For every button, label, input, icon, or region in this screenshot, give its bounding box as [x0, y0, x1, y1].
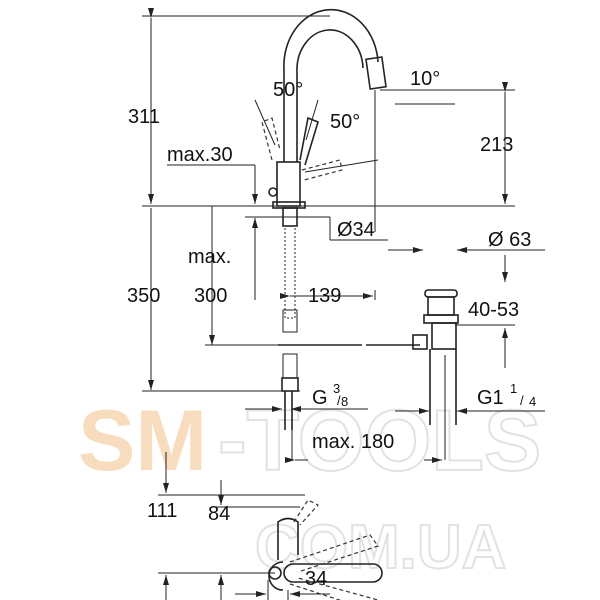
label-50-left: 50°	[273, 79, 303, 101]
label-300: 300	[194, 285, 227, 307]
svg-text:SM: SM	[78, 393, 207, 489]
label-max-30: max.30	[167, 144, 233, 166]
svg-text:8: 8	[341, 394, 348, 409]
label-40-53: 40-53	[468, 299, 519, 321]
svg-text:4: 4	[529, 394, 536, 409]
svg-text:3: 3	[333, 381, 340, 396]
label-d34: Ø34	[337, 219, 375, 241]
svg-text:COM.UA: COM.UA	[255, 513, 506, 582]
label-10-degrees: 10°	[410, 68, 440, 90]
drain-assembly	[412, 289, 459, 460]
watermark: SM -TOOLS COM.UA	[78, 392, 542, 583]
label-311: 311	[128, 106, 160, 128]
label-34: 34	[305, 568, 327, 590]
label-d63: Ø 63	[488, 229, 531, 251]
faucet-top-view	[158, 452, 383, 600]
label-g1-1-4: G1 1 4	[477, 381, 536, 409]
label-111: 111	[147, 500, 177, 522]
svg-text:G1: G1	[477, 387, 504, 409]
label-213: 213	[480, 134, 513, 156]
label-max: max.	[188, 246, 231, 268]
label-50-right: 50°	[330, 111, 360, 133]
svg-text:-TOOLS: -TOOLS	[218, 393, 541, 489]
label-350: 350	[127, 285, 160, 307]
label-g-3-8: G 3 8	[312, 381, 348, 409]
svg-text:/: /	[337, 393, 341, 408]
svg-text:G: G	[312, 387, 328, 409]
faucet-side-view	[254, 8, 420, 430]
label-139: 139	[308, 285, 341, 307]
label-max-180: max. 180	[312, 431, 394, 453]
svg-text:1: 1	[510, 381, 517, 396]
svg-text:/: /	[520, 393, 524, 408]
dimension-labels: 311 50° 50° 10° 213 max.30 Ø34 Ø 63 max.…	[127, 68, 536, 590]
label-84: 84	[208, 503, 230, 525]
dimension-lines	[142, 8, 545, 463]
